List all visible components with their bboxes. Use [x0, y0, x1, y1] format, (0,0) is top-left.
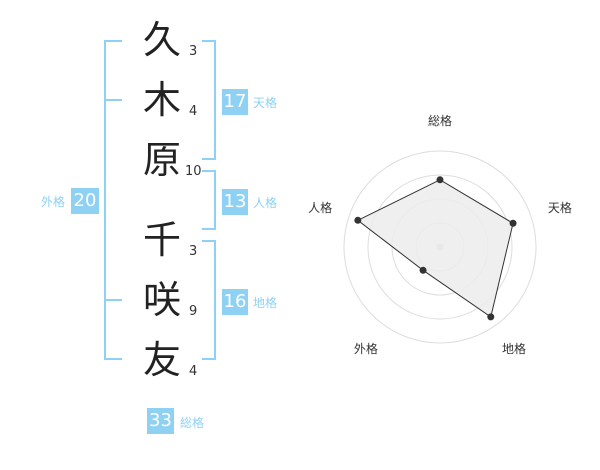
tenkaku-label: 天格	[253, 96, 278, 110]
stroke-count-4: 3	[189, 244, 198, 259]
soukaku-badge: 33	[147, 408, 174, 434]
radar-point-2	[509, 219, 517, 227]
stroke-count-2: 4	[189, 104, 198, 119]
radar-ring	[343, 150, 537, 344]
stroke-count-1: 3	[189, 44, 198, 59]
jinkaku-badge: 13	[222, 189, 248, 215]
gaikaku-bracket-tick-1	[104, 99, 122, 101]
chikaku-bracket	[202, 240, 216, 360]
radar-ring	[367, 174, 513, 320]
radar-point-4	[419, 266, 427, 274]
gaikaku-bracket	[104, 40, 122, 360]
gaikaku-badge: 20	[71, 188, 99, 214]
name-char-6: 友	[142, 338, 181, 382]
radar-axis-label-3: 地格	[502, 341, 526, 356]
radar-axis-label-5: 人格	[308, 200, 332, 215]
radar-axis-label-2: 天格	[548, 200, 572, 215]
stroke-count-5: 9	[189, 304, 198, 319]
name-char-4: 千	[142, 218, 181, 262]
radar-point-5	[354, 216, 362, 224]
stroke-count-6: 4	[189, 364, 198, 379]
soukaku-label: 総格	[180, 416, 205, 430]
chikaku-label: 地格	[253, 296, 278, 310]
jinkaku-bracket	[202, 170, 216, 230]
name-char-3: 原	[142, 138, 181, 182]
gaikaku-label: 外格	[41, 195, 66, 209]
radar-point-1	[436, 176, 444, 184]
stroke-count-3: 10	[185, 164, 202, 179]
gaikaku-bracket-tick-2	[104, 299, 122, 301]
radar-axis-label-1: 総格	[428, 113, 452, 128]
tenkaku-bracket	[202, 40, 216, 160]
radar-polygon	[356, 179, 514, 318]
jinkaku-label: 人格	[253, 196, 278, 210]
name-char-1: 久	[142, 18, 181, 62]
name-char-2: 木	[142, 78, 181, 122]
chikaku-badge: 16	[222, 289, 248, 315]
radar-point-3	[487, 313, 495, 321]
name-char-5: 咲	[142, 278, 181, 322]
tenkaku-badge: 17	[222, 89, 248, 115]
radar-axis-label-4: 外格	[354, 341, 378, 356]
